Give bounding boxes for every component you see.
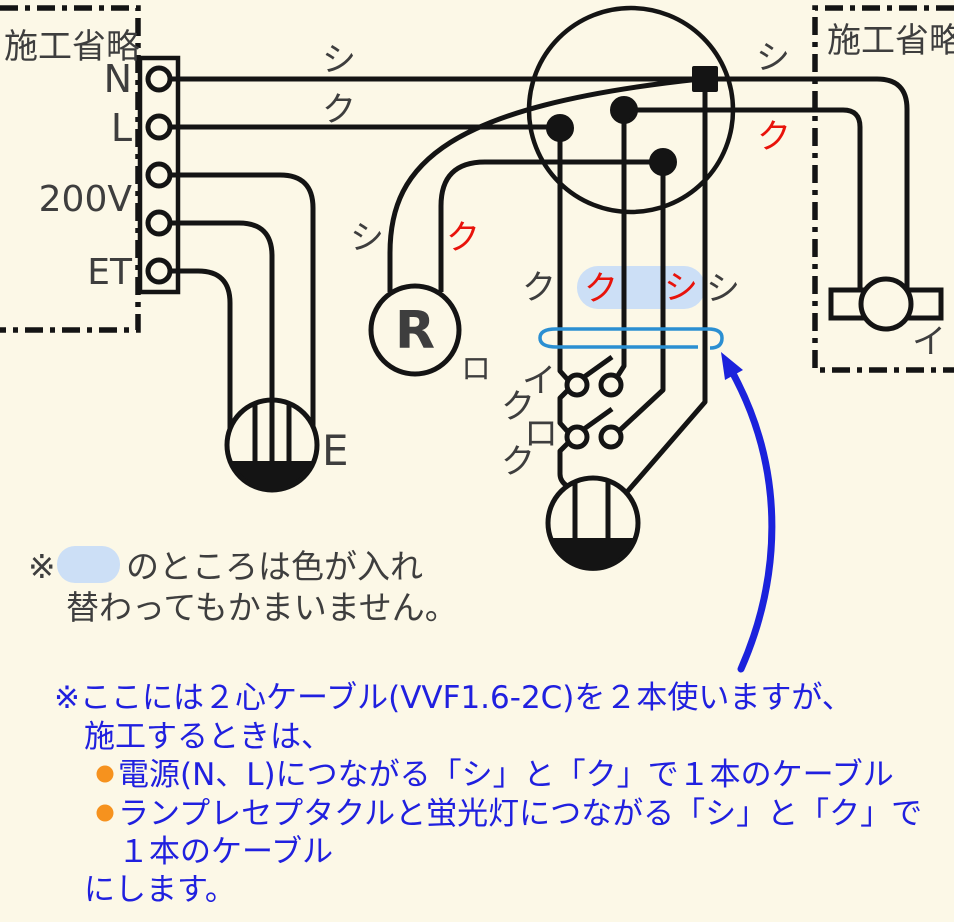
terminal-l xyxy=(145,113,173,141)
label-highlight-white: シ xyxy=(664,268,698,308)
lamp-receptacle xyxy=(368,283,462,377)
switch2-label: ロ xyxy=(524,414,558,454)
terminal-200v-label: 200V xyxy=(39,179,133,220)
wire-neutral-white xyxy=(170,76,910,290)
right-omitted-box-label: 施工省略 xyxy=(827,21,954,61)
lamp-receptacle-label: R xyxy=(395,301,435,361)
fluorescent-lamp-circle xyxy=(858,276,914,332)
right-omitted-box-border xyxy=(812,5,954,373)
note-cable-line2: 施工するときは、 xyxy=(84,719,332,755)
note-cable-line1: ※ここには２心ケーブル(VVF1.6-2C)を２本使いますが、 xyxy=(54,680,853,716)
switch1-terminal-right xyxy=(598,372,624,398)
terminal-200v-2 xyxy=(145,209,173,237)
cable-group-bracket xyxy=(538,327,724,350)
left-omitted-box-label: 施工省略 xyxy=(4,27,140,67)
earth-outlet-base xyxy=(229,461,315,492)
label-lamp-black: ク xyxy=(757,117,791,157)
junction-square xyxy=(692,66,718,92)
terminal-et-label: ET xyxy=(87,252,133,293)
label-source-white: シ xyxy=(322,40,356,80)
switch2-terminal-left xyxy=(564,424,590,450)
fluorescent-lamp-label: イ xyxy=(912,322,946,362)
note-arrow xyxy=(726,364,776,673)
junction-dot-3 xyxy=(649,148,677,176)
terminal-n-label: N xyxy=(104,57,132,101)
note-cable-closing: にします。 xyxy=(84,872,236,908)
note-highlight-swatch xyxy=(57,546,120,583)
label-switch-feed-black: ク xyxy=(522,268,556,308)
bottom-outlet-base xyxy=(549,538,637,571)
wire-lamp-black xyxy=(624,107,863,290)
switch1-terminal-left xyxy=(564,372,590,398)
junction-dot-1 xyxy=(546,114,574,142)
earth-outlet-slots xyxy=(252,402,292,463)
junction-dot-2 xyxy=(610,96,638,124)
wire-receptacle-black xyxy=(438,159,663,292)
terminal-et xyxy=(145,257,173,285)
switch1-label: イ xyxy=(522,361,556,401)
terminal-200v-1 xyxy=(145,161,173,189)
note-cable-bullet1: 電源(N、L)につながる「シ」と「ク」で１本のケーブル xyxy=(118,757,894,793)
label-source-black: ク xyxy=(322,90,356,130)
switch1-lever xyxy=(582,354,614,380)
label-receptacle-black: ク xyxy=(446,218,480,258)
note-color-marker: ※ xyxy=(28,547,56,586)
wire-earth xyxy=(170,268,233,429)
wire-outlet-white xyxy=(625,90,708,494)
switch2-lever xyxy=(582,406,614,432)
note-cable-bullet2-line1: ランプレセプタクルと蛍光灯につながる「シ」と「ク」で xyxy=(118,796,922,832)
wire-200v-2 xyxy=(170,220,275,463)
switch1-feed-label: ク xyxy=(501,387,535,427)
label-receptacle-white: シ xyxy=(350,218,384,258)
switch2-terminal-right xyxy=(598,424,624,450)
label-lamp-white: シ xyxy=(756,38,790,78)
label-outlet-white: シ xyxy=(706,269,740,309)
switch2-feed-label: ク xyxy=(501,442,535,482)
bottom-outlet-slots xyxy=(572,481,611,540)
note-cable-bullet2-line2: １本のケーブル xyxy=(118,834,333,870)
wire-switch2-return xyxy=(618,162,666,432)
receptacle-switch-mark: ロ xyxy=(461,352,491,387)
note-color-line1: のところは色が入れ xyxy=(126,547,423,586)
wire-receptacle-white xyxy=(387,76,701,292)
bullet-icon-1 xyxy=(96,765,114,783)
note-arrow-head xyxy=(721,352,743,380)
earth-outlet-label: E xyxy=(322,426,349,475)
terminal-l-label: L xyxy=(111,106,132,150)
terminal-n xyxy=(145,65,173,93)
wire-200v-1 xyxy=(170,172,316,427)
label-highlight-black: ク xyxy=(584,269,618,309)
color-swap-highlight xyxy=(577,266,705,309)
wire-switch1-return xyxy=(614,110,627,379)
note-color-line2: 替わってもかまいません。 xyxy=(66,588,458,627)
bullet-icon-2 xyxy=(96,804,114,822)
